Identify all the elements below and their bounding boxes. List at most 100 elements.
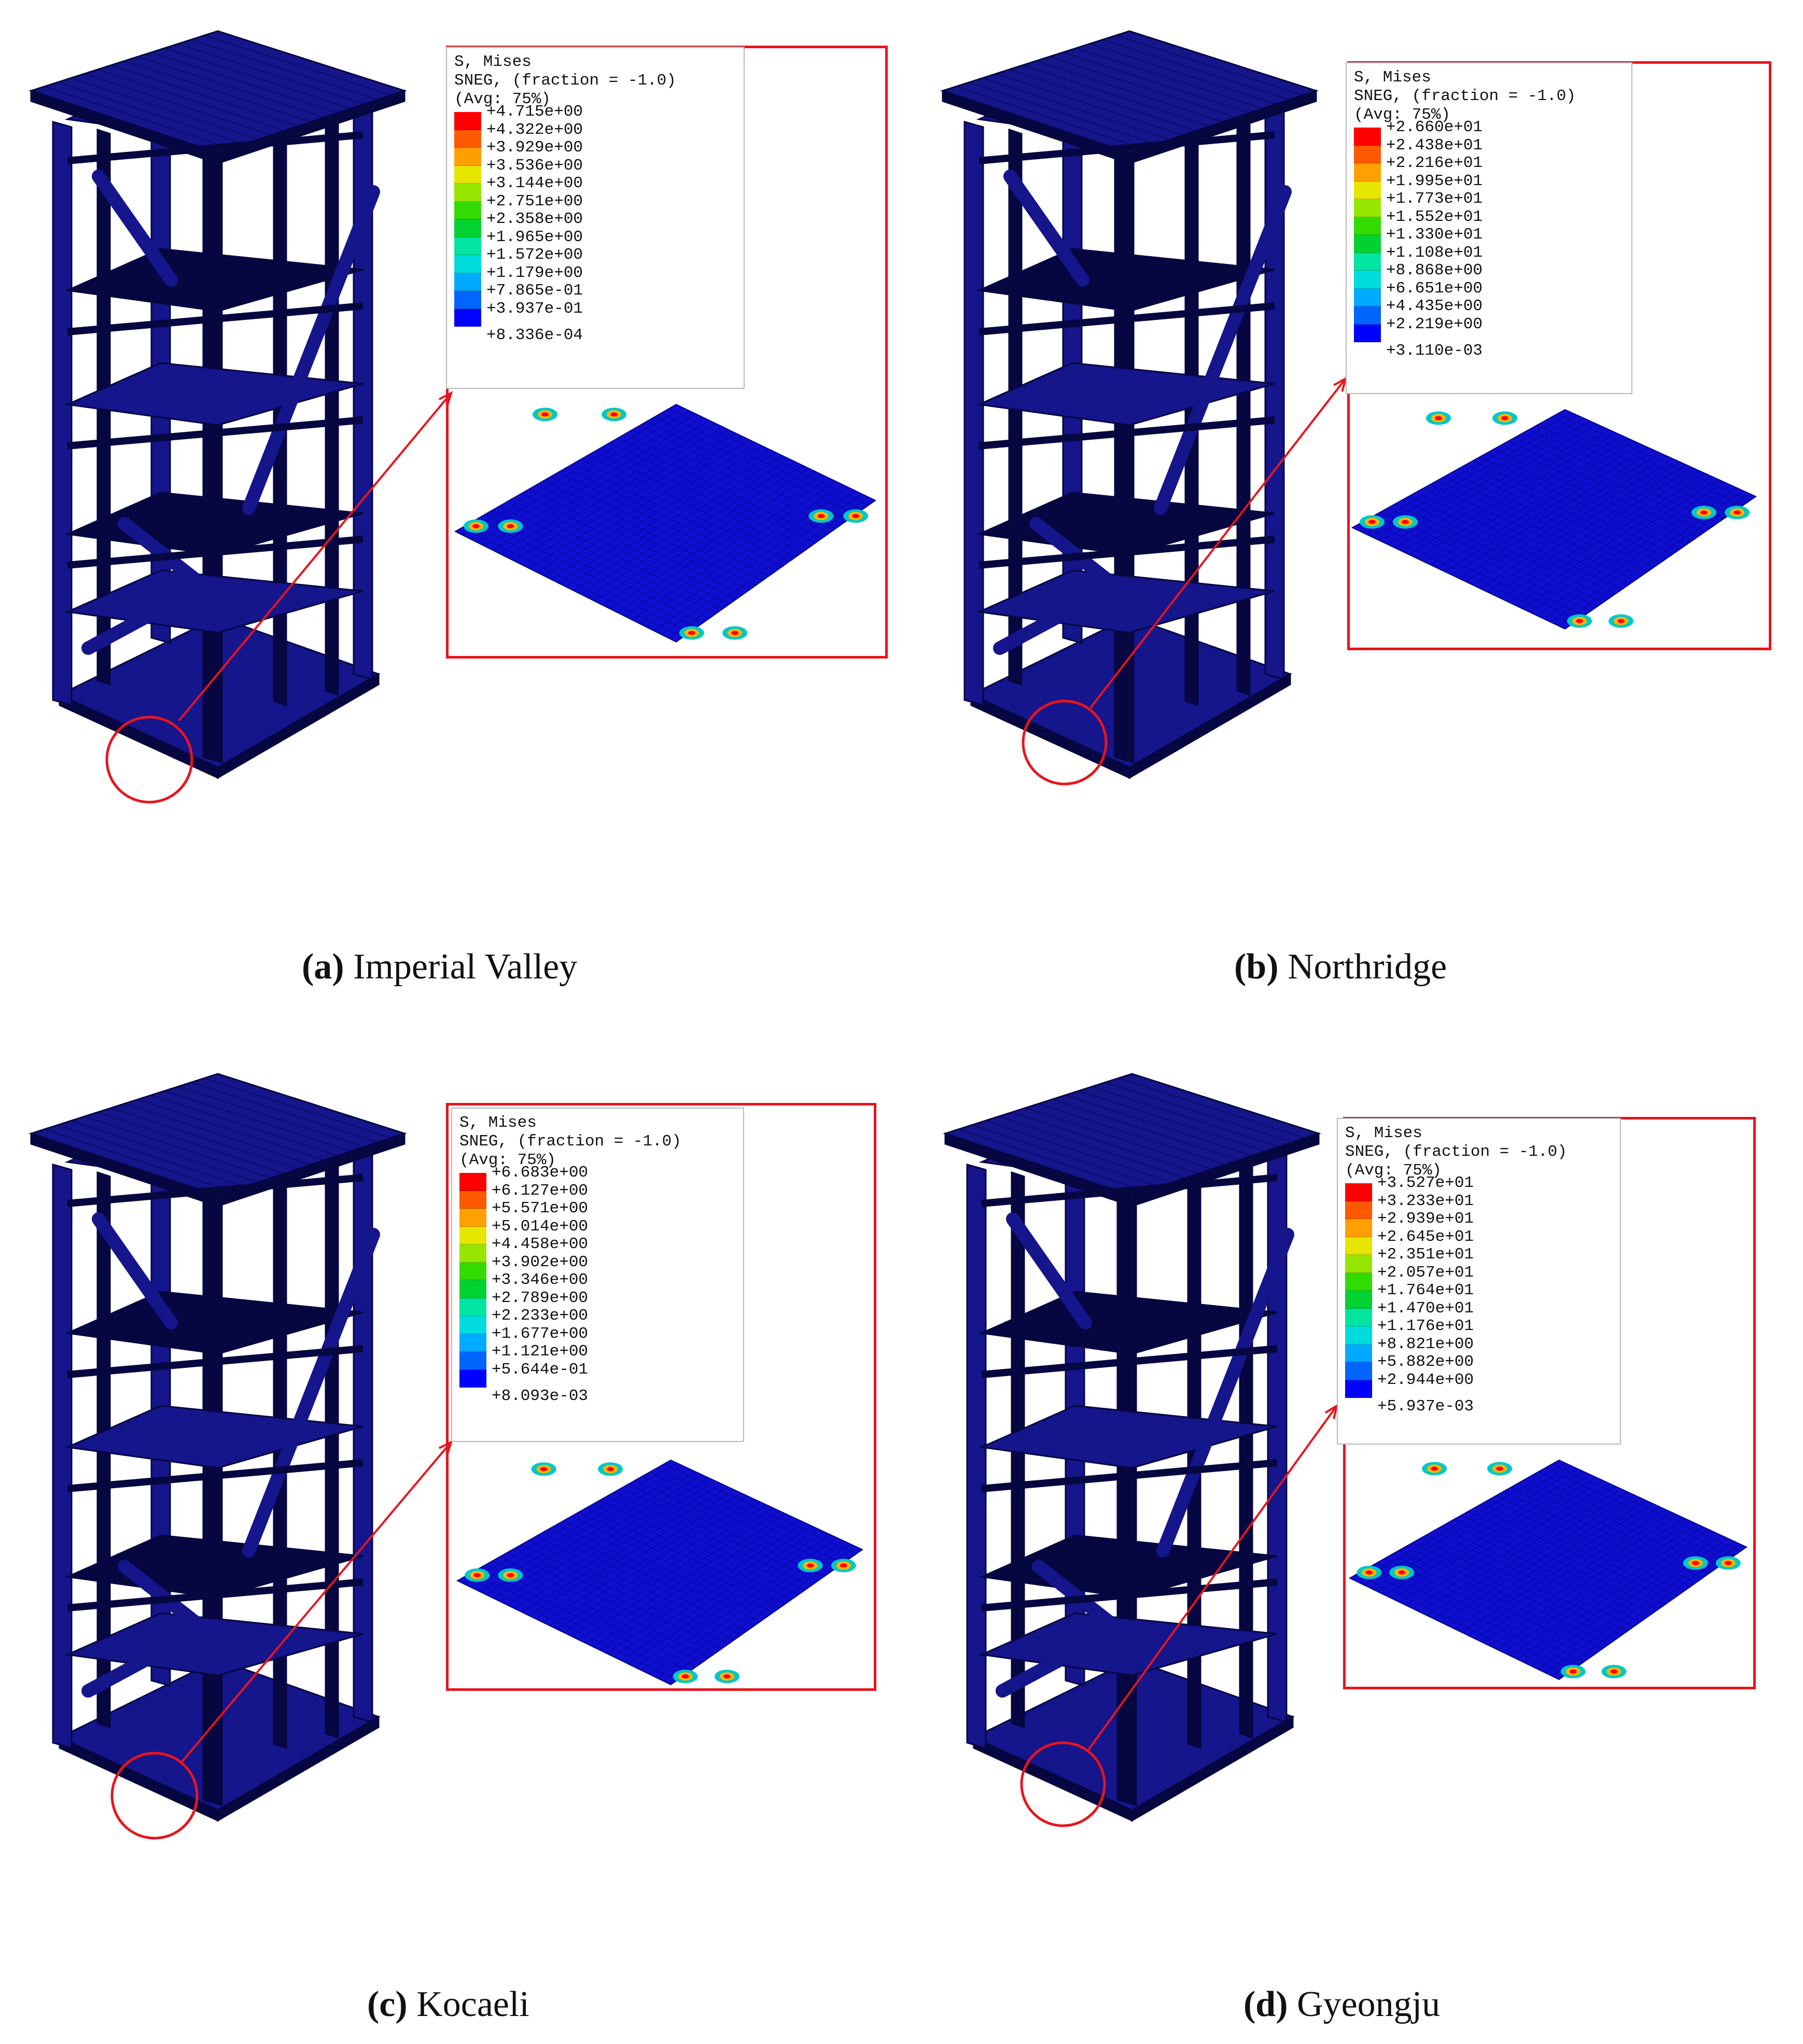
tower-model — [943, 1073, 1321, 1822]
stress-spot — [688, 631, 695, 635]
legend-swatch — [459, 1352, 486, 1370]
caption-letter: (b) — [1234, 947, 1279, 987]
legend-value: +2.216e+01 — [1386, 154, 1483, 173]
legend-value: +2.751e+00 — [486, 192, 583, 211]
legend-row: +3.536e+00 — [454, 157, 736, 184]
mesh-line — [1023, 65, 1210, 127]
legend-row: +1.764e+01 — [1345, 1281, 1613, 1309]
legend-row: +5.937e-03 — [1345, 1397, 1613, 1416]
stress-spot — [852, 514, 860, 519]
legend-value: +2.351e+01 — [1377, 1245, 1474, 1264]
mesh-line — [668, 408, 869, 506]
legend-swatch — [1354, 199, 1381, 217]
mesh-line — [1550, 417, 1743, 506]
mesh-line — [1557, 493, 1750, 626]
legend-value: +2.939e+01 — [1377, 1210, 1474, 1228]
mesh-line — [191, 39, 378, 100]
caption-name: Imperial Valley — [353, 947, 578, 987]
legend-value: +6.127e+00 — [492, 1181, 589, 1200]
highlight-circle — [110, 1752, 199, 1840]
mesh-line — [44, 1129, 231, 1192]
floor-deck — [64, 1612, 364, 1676]
stress-spot — [681, 1674, 689, 1679]
stress-legend: S, Mises SNEG, (fraction = -1.0) (Avg: 7… — [1337, 1118, 1621, 1445]
base-plate-edge — [1128, 673, 1291, 779]
legend-value: +1.176e+01 — [1377, 1317, 1474, 1336]
beam — [67, 131, 364, 164]
legend-swatch — [1345, 1237, 1372, 1255]
legend-swatch — [454, 148, 481, 166]
legend-avg: (Avg: 75%) — [1345, 1161, 1442, 1180]
mesh-line — [1065, 1095, 1252, 1156]
diagonal-brace — [996, 1648, 1077, 1698]
mesh-line — [639, 484, 843, 624]
floor-deck — [979, 1405, 1278, 1469]
stress-legend: S, Mises SNEG, (fraction = -1.0) (Avg: 7… — [451, 1108, 744, 1442]
legend-scale: +4.715e+00+4.322e+00+3.929e+00+3.536e+00… — [454, 103, 736, 345]
legend-value: +2.789e+00 — [492, 1289, 589, 1307]
legend-subtitle: SNEG, (fraction = -1.0) — [454, 72, 676, 90]
beam — [67, 536, 364, 569]
beam — [979, 131, 1275, 164]
diagonal-brace — [1156, 1228, 1294, 1558]
mesh-line — [84, 1116, 272, 1179]
stress-spot — [1734, 510, 1741, 515]
legend-value: +3.937e-01 — [486, 299, 583, 318]
legend-value: +5.882e+00 — [1377, 1353, 1474, 1371]
zoom-inset-box — [446, 1103, 876, 1691]
column — [52, 1164, 73, 1749]
diagonal-brace — [1003, 170, 1089, 287]
legend-value: +2.233e+00 — [492, 1307, 589, 1325]
legend-subtitle: SNEG, (fraction = -1.0) — [459, 1132, 681, 1151]
legend-value: +4.322e+00 — [486, 120, 583, 139]
tower-model-view — [940, 30, 1757, 786]
mesh-line — [635, 1534, 831, 1668]
legend-value: +2.219e+00 — [1386, 315, 1483, 333]
panel-c: S, Mises SNEG, (fraction = -1.0) (Avg: 7… — [0, 1022, 901, 2044]
floor-deck — [976, 248, 1275, 312]
mesh-line — [164, 1090, 352, 1152]
caption-name: Northridge — [1288, 947, 1447, 987]
legend-value: +2.057e+01 — [1377, 1263, 1474, 1282]
legend-swatch — [454, 130, 481, 148]
legend-row: +2.358e+00 — [454, 210, 736, 237]
legend-row: +5.571e+00 — [459, 1199, 736, 1227]
legend-value: +5.937e-03 — [1377, 1397, 1474, 1416]
inset-plate — [1351, 409, 1757, 630]
legend-title: S, Mises — [459, 1114, 537, 1132]
legend-row: +1.965e+00 — [454, 228, 736, 255]
legend-swatch — [459, 1298, 486, 1316]
mesh-line — [1105, 1082, 1292, 1143]
diagonal-brace — [118, 1560, 204, 1630]
diagonal-brace — [92, 1212, 178, 1329]
panel-caption: (c) Kocaeli — [367, 1984, 529, 2025]
mesh-line — [663, 1546, 857, 1682]
mesh-line — [1012, 1112, 1199, 1174]
legend-row: +8.868e+00 — [1354, 261, 1624, 289]
mesh-line — [1538, 1472, 1728, 1561]
legend-swatch — [454, 184, 481, 202]
diagonal-brace — [1029, 517, 1115, 587]
legend-row: +6.651e+00 — [1354, 279, 1624, 306]
mesh-line — [204, 1077, 392, 1139]
column — [202, 1171, 223, 1806]
legend-swatch — [454, 255, 481, 273]
column — [1239, 1145, 1253, 1739]
legend-value: +7.865e-01 — [486, 282, 583, 300]
legend-value: +1.470e+01 — [1377, 1299, 1474, 1318]
legend-swatch — [1354, 324, 1381, 342]
stress-spot — [723, 1674, 731, 1679]
legend-value: +8.093e-03 — [492, 1387, 589, 1406]
legend-swatch — [459, 1388, 486, 1406]
tower-model — [940, 30, 1319, 779]
legend-value: +1.179e+00 — [486, 263, 583, 282]
mesh-line — [1545, 1467, 1735, 1557]
legend-swatch — [1345, 1326, 1372, 1345]
legend-value: +5.644e-01 — [492, 1360, 589, 1379]
mesh-line — [1116, 35, 1303, 96]
mesh-line — [1524, 1532, 1716, 1663]
legend-row: +1.121e+00 — [459, 1342, 736, 1370]
stress-spot — [473, 1573, 481, 1577]
legend-row: +8.821e+00 — [1345, 1335, 1613, 1362]
mesh-line — [1552, 1544, 1741, 1676]
